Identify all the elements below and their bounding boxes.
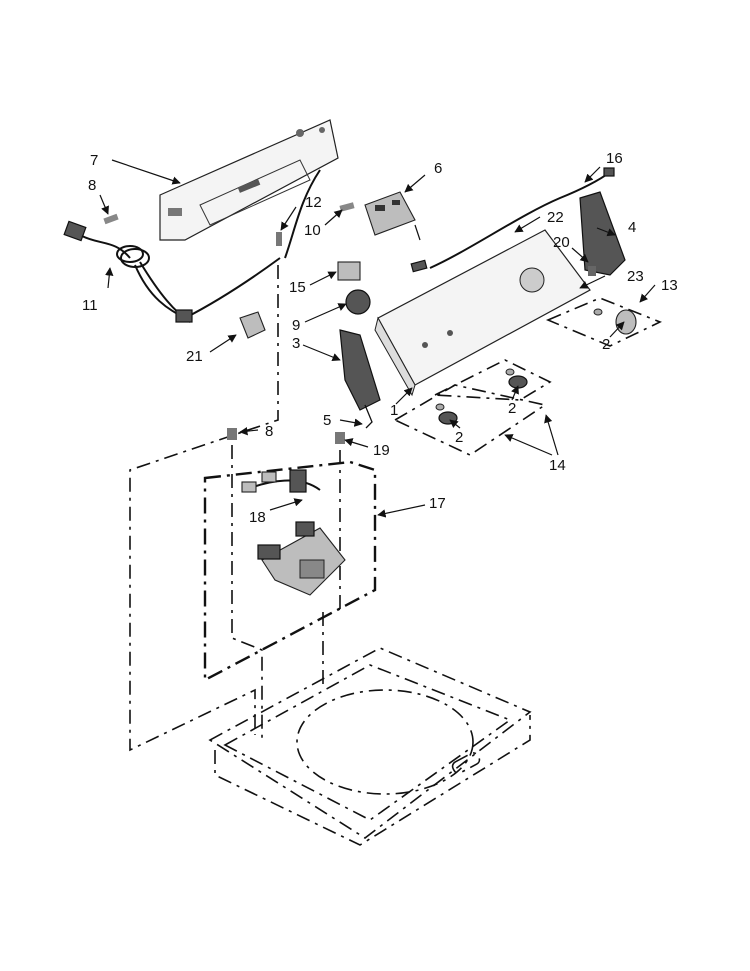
- callout-17: 17: [429, 495, 446, 512]
- control-board: [364, 191, 421, 241]
- callout-9: 9: [292, 317, 300, 334]
- strain-relief: [239, 311, 266, 339]
- screw-12: [276, 232, 282, 246]
- callout-23: 23: [627, 268, 644, 285]
- callout-14: 14: [549, 457, 566, 474]
- callout-21: 21: [186, 348, 203, 365]
- screw-20: [588, 266, 596, 276]
- callout-labels: 7 8 11 12 10 6 16 22 4 20 23 13 15 9 3 2…: [82, 150, 678, 526]
- callout-2-left: 2: [455, 429, 463, 446]
- callout-19: 19: [373, 442, 390, 459]
- callout-16: 16: [606, 150, 623, 167]
- callout-6: 6: [434, 160, 442, 177]
- callout-8-lower: 8: [265, 423, 273, 440]
- console-body: [374, 229, 591, 397]
- washer-top-base: [214, 664, 531, 846]
- callout-7: 7: [90, 152, 98, 169]
- leader-lines: [99, 159, 656, 518]
- callout-2-middle: 2: [508, 400, 516, 417]
- callout-20: 20: [553, 234, 570, 251]
- screw-8-upper: [103, 213, 119, 225]
- timer-switch-9: [345, 289, 371, 315]
- callout-15: 15: [289, 279, 306, 296]
- screw-10: [339, 202, 355, 212]
- wire-harness: [410, 167, 615, 273]
- dashed-reference-lines: [129, 265, 662, 839]
- callout-11: 11: [82, 297, 98, 314]
- callout-5: 5: [323, 412, 331, 429]
- callout-22: 22: [547, 209, 564, 226]
- callout-4: 4: [628, 219, 636, 236]
- screw-19: [335, 432, 345, 444]
- power-cord: [63, 169, 321, 323]
- callout-2-right: 2: [602, 336, 610, 353]
- callout-1: 1: [390, 402, 398, 419]
- callout-8-upper: 8: [88, 177, 96, 194]
- callout-12: 12: [305, 194, 322, 211]
- rear-console-panel: [159, 119, 339, 241]
- callout-3: 3: [292, 335, 300, 352]
- callout-18: 18: [249, 509, 266, 526]
- callout-13: 13: [661, 277, 678, 294]
- console-end-cap: [339, 329, 381, 429]
- screw-8-lower: [227, 428, 237, 440]
- harness-assembly-17: [257, 521, 346, 596]
- switch-15: [337, 261, 361, 281]
- wire-harness-18: [241, 469, 321, 493]
- callout-10: 10: [304, 222, 321, 239]
- screws: [103, 202, 596, 444]
- console-end-bracket: [579, 191, 626, 276]
